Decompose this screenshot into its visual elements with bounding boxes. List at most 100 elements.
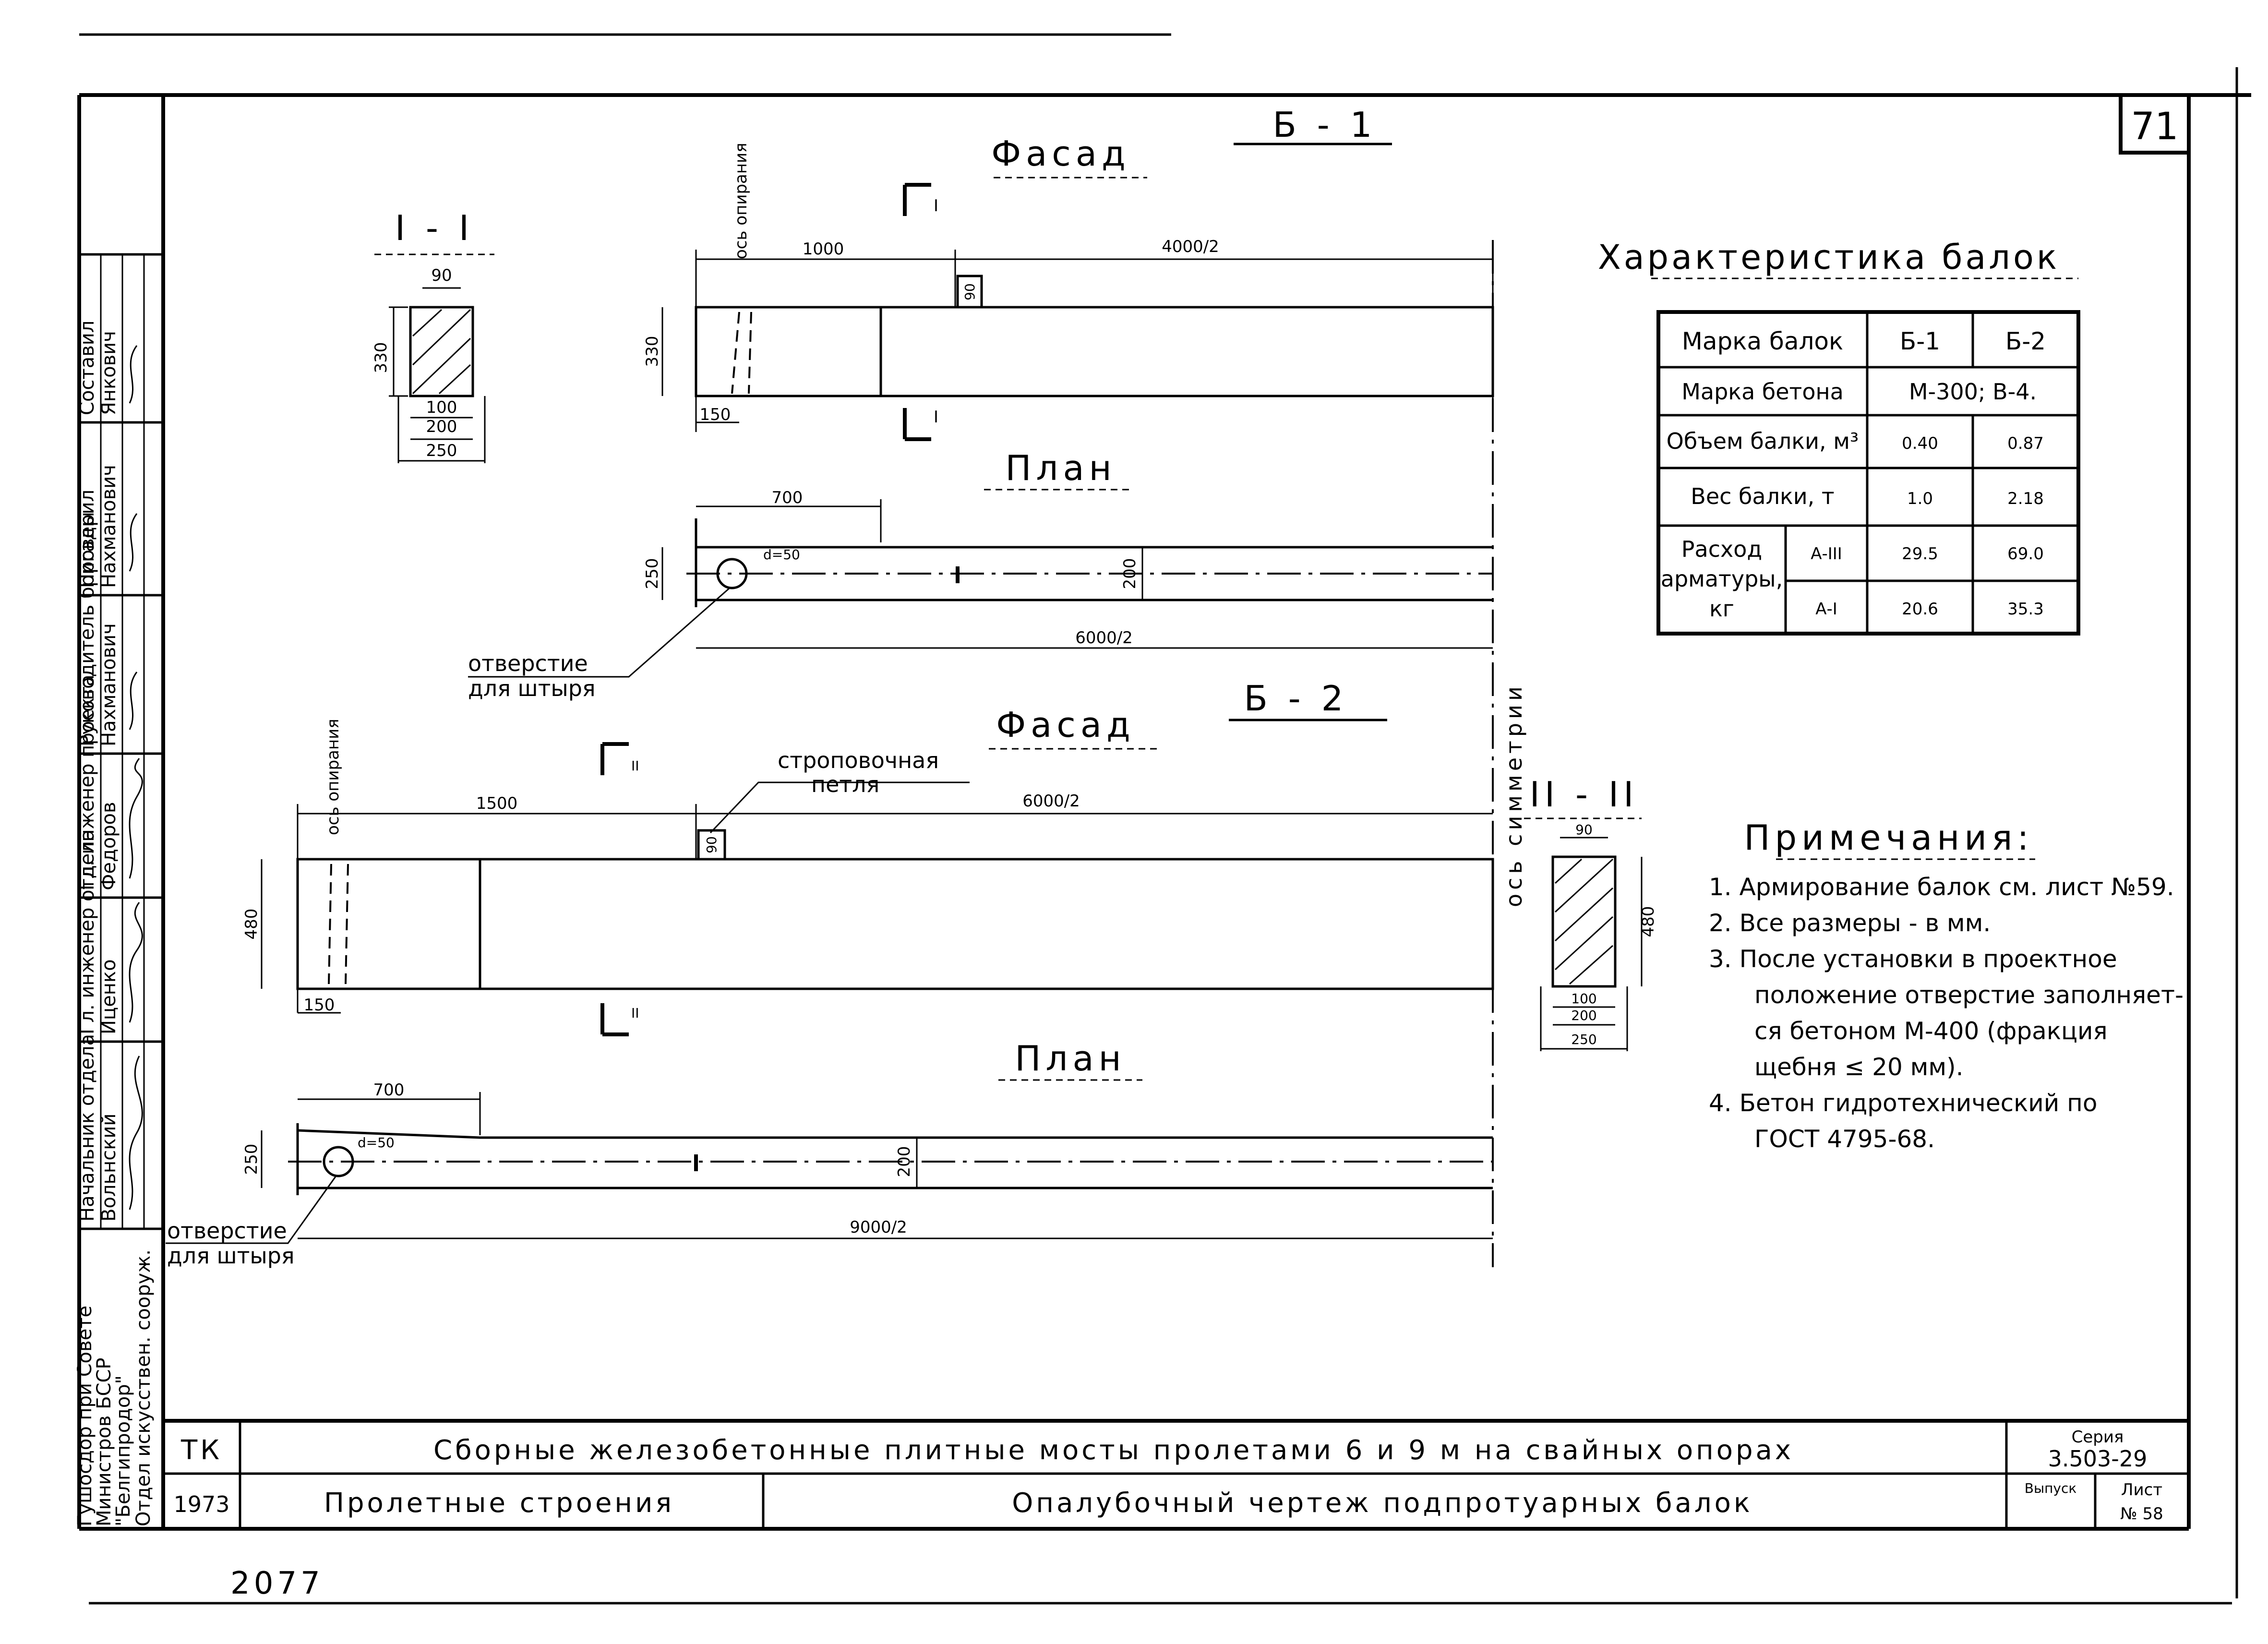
table-title: Характеристика балок bbox=[1598, 238, 2060, 277]
table-rebar-label-2: арматуры, bbox=[1661, 566, 1783, 592]
side-name-2: Иценко bbox=[98, 959, 120, 1034]
title-sheet-no: № 58 bbox=[2120, 1504, 2163, 1524]
beam-b2: Б - 2 Фасад ось опирания 1500 6000/2 90 … bbox=[166, 678, 1658, 1269]
title-project: Сборные железобетонные плитные мосты про… bbox=[433, 1435, 1794, 1466]
b2-dim-a: 1500 bbox=[476, 794, 518, 813]
note-line-8: ГОСТ 4795-68. bbox=[1754, 1125, 1935, 1153]
side-name-5: Нахманович bbox=[98, 465, 120, 588]
side-name-1: Вольнский bbox=[98, 1114, 120, 1222]
side-name-4: Нахманович bbox=[98, 623, 120, 746]
title-block: ТК 1973 Сборные железобетонные плитные м… bbox=[163, 1419, 2189, 1529]
b1-hole-label-1: отверстие bbox=[468, 650, 588, 676]
table-header-b2: Б-2 bbox=[2005, 327, 2046, 355]
side-org-2: Министров БССР bbox=[93, 1357, 115, 1526]
b1-loop-box bbox=[956, 275, 983, 309]
b2-hole-label-2: для штыря bbox=[167, 1243, 295, 1269]
b2-dim-f: 700 bbox=[373, 1080, 405, 1100]
b1-cut-mark-bottom: I bbox=[934, 408, 938, 427]
b1-section-label: I - I bbox=[395, 208, 474, 248]
side-role-1: Начальник отдела bbox=[76, 1034, 98, 1222]
side-role-2: Гл. инженер отдела bbox=[76, 829, 98, 1034]
table-rebar2-b1: 20.6 bbox=[1902, 600, 1938, 619]
b1-dim-b: 4000/2 bbox=[1162, 237, 1219, 256]
note-line-5: ся бетоном М-400 (фракция bbox=[1754, 1017, 2108, 1045]
symmetry-axis-label: ось симметрии bbox=[1501, 683, 1527, 907]
b2-plan-body bbox=[297, 1129, 1493, 1189]
b1-dim-e: 90 bbox=[962, 283, 978, 300]
b1-dim-i: 200 bbox=[1120, 558, 1140, 589]
b2-loop-label-2: петля bbox=[811, 771, 879, 797]
table-rebar2-class: А-I bbox=[1815, 600, 1837, 619]
side-role-6: Составил bbox=[76, 321, 98, 415]
notes-block: Примечания: 1. Армирование балок см. лис… bbox=[1709, 817, 2184, 1153]
side-name-6: Янкович bbox=[98, 331, 120, 415]
table-row2-b1: 0.40 bbox=[1902, 434, 1938, 453]
b1-dim-c: 330 bbox=[643, 336, 662, 367]
table-rebar1-class: А-III bbox=[1811, 544, 1842, 564]
b1-hole-label-2: для штыря bbox=[468, 675, 596, 701]
b1-section-body bbox=[409, 306, 474, 397]
side-role-5: Проверил bbox=[76, 490, 98, 588]
signature-1 bbox=[129, 1056, 143, 1210]
signature-5 bbox=[129, 513, 138, 572]
side-stamp-block: Начальник отдела Вольнский Гл. инженер о… bbox=[74, 253, 163, 1526]
b1-pin-hole bbox=[716, 558, 748, 589]
b1-facade-body bbox=[695, 306, 1494, 397]
b1-dim-g: 250 bbox=[643, 558, 662, 589]
note-line-7: 4. Бетон гидротехнический по bbox=[1709, 1089, 2097, 1117]
table-row1-merged: М-300; В-4. bbox=[1909, 379, 2037, 405]
table-rebar2-b2: 35.3 bbox=[2007, 600, 2044, 619]
title-sheet-label: Лист bbox=[2121, 1480, 2162, 1500]
b1-title: Б - 1 bbox=[1273, 105, 1377, 145]
b1-sec-h: 330 bbox=[372, 342, 391, 373]
side-role-3: Гл. инженер проекта bbox=[76, 674, 98, 890]
title-sheet-title: Опалубочный чертеж подпротуарных балок bbox=[1012, 1488, 1752, 1519]
table-row3-b2: 2.18 bbox=[2007, 489, 2044, 508]
characteristics-table: Характеристика балок Марка балок Б-1 Б-2… bbox=[1598, 238, 2080, 636]
signature-4 bbox=[129, 672, 138, 730]
b2-pin-hole bbox=[323, 1146, 354, 1177]
b1-plan-label: План bbox=[1005, 448, 1116, 488]
b2-hole-label-1: отверстие bbox=[167, 1218, 287, 1244]
signature-3 bbox=[129, 758, 143, 879]
b2-loop-box bbox=[697, 829, 726, 861]
title-series: 3.503-29 bbox=[2048, 1446, 2148, 1472]
sheet-number: 71 bbox=[2131, 105, 2178, 148]
b2-sec-top: 90 bbox=[1575, 822, 1593, 838]
side-name-3: Федоров bbox=[98, 802, 120, 890]
note-line-3: 3. После установки в проектное bbox=[1709, 945, 2117, 973]
title-part: Пролетные строения bbox=[324, 1488, 674, 1519]
b1-dim-a: 1000 bbox=[803, 240, 844, 259]
b1-dim-j: 6000/2 bbox=[1075, 628, 1133, 648]
b1-plan-body bbox=[696, 546, 1493, 601]
b2-section-hatch bbox=[1554, 858, 1614, 985]
notes-title: Примечания: bbox=[1744, 817, 2033, 858]
signature-2 bbox=[129, 902, 143, 1023]
b2-cut-mark-bottom: II bbox=[631, 1005, 639, 1021]
table-row1-label: Марка бетона bbox=[1681, 379, 1844, 405]
b2-sec-b2: 200 bbox=[1571, 1008, 1596, 1023]
table-rebar1-b1: 29.5 bbox=[1902, 544, 1938, 564]
title-tk: ТК bbox=[180, 1435, 222, 1466]
b2-plan-label: План bbox=[1015, 1038, 1126, 1079]
b2-dim-b: 6000/2 bbox=[1022, 792, 1080, 811]
sheet-frame bbox=[77, 33, 2251, 1605]
side-org-4: Отдел искусствен. сооруж. bbox=[132, 1249, 155, 1526]
b2-sec-h: 480 bbox=[1639, 906, 1658, 937]
b1-dim-d: 150 bbox=[700, 405, 731, 424]
side-org-1: Гушосдор при Совете bbox=[74, 1306, 96, 1526]
b2-loop-label-1: строповочная bbox=[778, 747, 939, 773]
title-issue-label: Выпуск bbox=[2025, 1480, 2077, 1496]
b2-dim-c: 480 bbox=[242, 909, 261, 940]
note-line-1: 1. Армирование балок см. лист №59. bbox=[1709, 873, 2174, 901]
side-org-3: "Белгипродор" bbox=[112, 1375, 134, 1526]
b2-sec-b1: 100 bbox=[1571, 991, 1596, 1007]
signature-6 bbox=[129, 345, 138, 404]
b2-axis-label: ось опирания bbox=[324, 719, 343, 835]
note-line-6: щебня ≤ 20 мм). bbox=[1754, 1053, 1964, 1081]
note-line-4: положение отверстие заполняет- bbox=[1754, 981, 2184, 1009]
b2-sec-b3: 250 bbox=[1571, 1032, 1596, 1047]
b1-dim-f: 700 bbox=[772, 488, 803, 507]
b1-sec-b1: 100 bbox=[426, 398, 457, 417]
